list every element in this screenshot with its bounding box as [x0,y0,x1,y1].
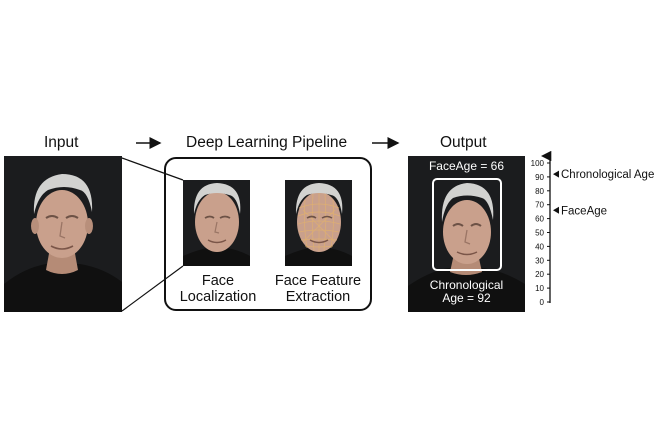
scale-tick-label: 80 [535,187,544,196]
localized-face-image [183,180,250,266]
chronological-age-label-line2: Age = 92 [442,291,491,305]
scale-tick-label: 90 [535,173,544,182]
face-localization-caption: Face Localization [178,273,258,305]
feature-extraction-caption-line1: Face Feature [274,273,362,289]
feature-extraction-caption: Face Feature Extraction [268,273,368,305]
output-portrait-image [408,156,525,312]
pipeline-heading: Deep Learning Pipeline [186,134,348,151]
chronological-age-label-line1: Chronological [429,278,504,292]
feature-extraction-caption-line2: Extraction [285,289,351,305]
scale-tick-label: 40 [535,242,544,251]
pipeline-box [164,157,372,311]
scale-tick-label: 60 [535,215,544,224]
scale-tick-label: 100 [531,159,545,168]
scale-tick-label: 20 [535,270,544,279]
input-heading: Input [44,134,79,151]
face-localization-caption-line1: Face [201,273,235,289]
scale-marker-label: FaceAge [561,205,607,217]
chronological-age-label: Chronological Age = 92 [408,279,525,305]
scale-tick-label: 70 [535,201,544,210]
scale-marker-pointer [553,206,559,214]
output-heading: Output [440,134,487,151]
age-scale: 0 10 20 30 40 50 60 70 80 90 100 Chronological Age… [531,150,654,307]
scale-tick-label: 10 [535,284,544,293]
scale-marker-label: Chronological Age [561,169,654,181]
scale-tick-label: 0 [540,298,545,307]
scale-tick-label: 50 [535,229,544,238]
face-localization-caption-line2: Localization [179,289,257,305]
feature-extraction-image [285,180,352,266]
face-bounding-box [432,178,502,271]
scale-tick-label: 30 [535,256,544,265]
scale-marker-pointer [553,170,559,178]
input-portrait-image [4,156,122,312]
faceage-label: FaceAge = 66 [428,159,505,173]
